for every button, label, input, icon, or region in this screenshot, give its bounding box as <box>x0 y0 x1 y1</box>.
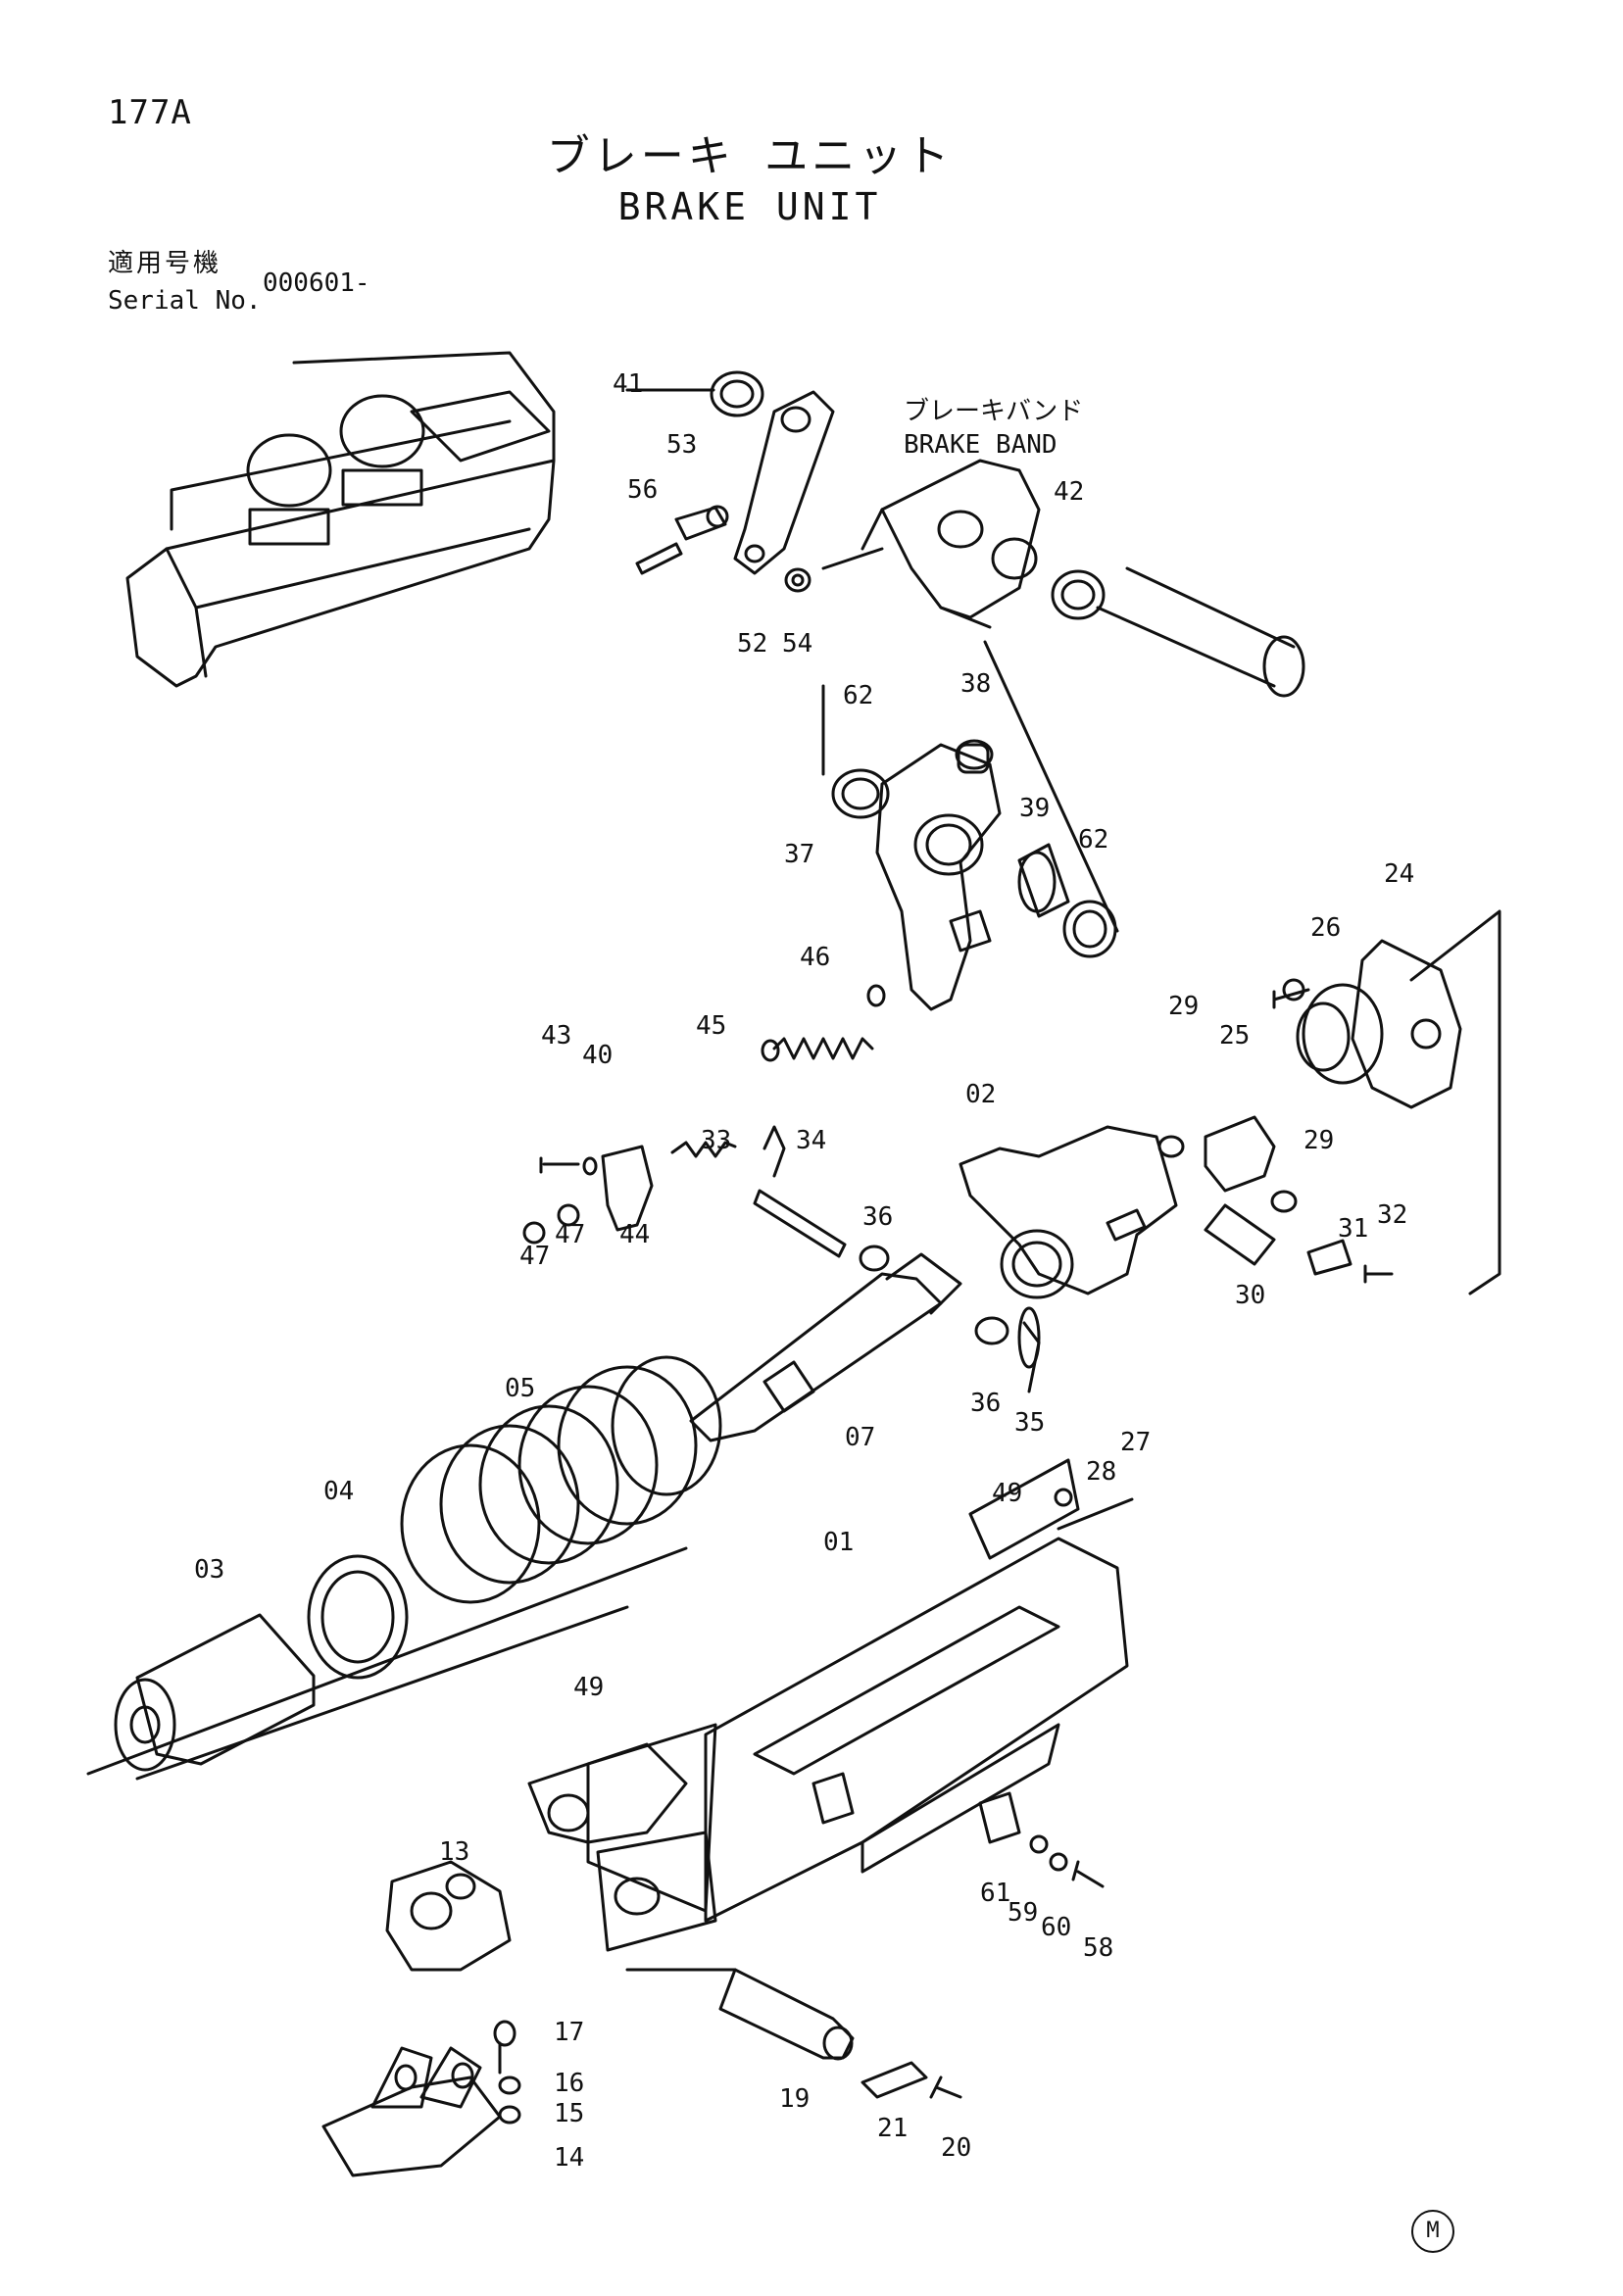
part-label-27: 27 <box>1120 1428 1151 1457</box>
part-label-20: 20 <box>941 2133 971 2163</box>
part-label-44: 44 <box>619 1220 650 1249</box>
part-label-49-b: 49 <box>573 1673 604 1702</box>
part-label-43: 43 <box>541 1021 571 1050</box>
part-label-17: 17 <box>554 2018 584 2047</box>
part-label-33: 33 <box>701 1126 731 1155</box>
rear-fastener-group <box>978 1791 1105 1888</box>
rod <box>689 1252 1041 1442</box>
part-label-25: 25 <box>1219 1021 1250 1050</box>
part-label-07: 07 <box>845 1423 875 1452</box>
part-label-62-b: 62 <box>1078 825 1108 855</box>
part-label-21: 21 <box>877 2114 908 2143</box>
part-label-62-a: 62 <box>843 681 873 710</box>
part-label-61: 61 <box>980 1879 1010 1908</box>
part-label-37: 37 <box>784 840 814 869</box>
manufacturer-mark: M <box>1411 2210 1454 2253</box>
part-label-14: 14 <box>554 2143 584 2173</box>
part-label-03: 03 <box>194 1555 224 1585</box>
spring-bracket-group <box>522 984 886 1245</box>
part-label-52: 52 <box>737 629 767 659</box>
part-label-15: 15 <box>554 2099 584 2128</box>
part-label-29-b: 29 <box>1303 1126 1334 1155</box>
part-label-32: 32 <box>1377 1200 1407 1230</box>
pin-plate-group <box>625 1968 962 2099</box>
arm-assembly <box>821 640 1119 1011</box>
part-label-31: 31 <box>1338 1214 1368 1244</box>
part-label-49-a: 49 <box>992 1479 1022 1508</box>
part-label-19: 19 <box>779 2084 810 2114</box>
part-label-01: 01 <box>823 1528 854 1557</box>
part-label-58: 58 <box>1083 1933 1113 1963</box>
part-labels: 41 53 56 52 54 42 38 62 39 62 37 46 24 2… <box>194 369 1414 2173</box>
brake-band-label-ja: ブレーキバンド <box>904 397 1083 426</box>
part-label-53: 53 <box>666 430 697 460</box>
clevis-base-group <box>321 1860 521 2177</box>
part-label-04: 04 <box>323 1477 354 1506</box>
part-label-59: 59 <box>1008 1898 1038 1928</box>
title-english: BRAKE UNIT <box>617 185 882 228</box>
page-number: 177A <box>108 93 192 132</box>
brake-housing <box>753 1125 1178 1345</box>
part-label-35: 35 <box>1014 1408 1045 1438</box>
part-label-24: 24 <box>1384 859 1414 889</box>
part-label-39: 39 <box>1019 794 1050 823</box>
serial-label-english: Serial No. <box>108 286 262 316</box>
part-label-47-b: 47 <box>519 1242 550 1271</box>
part-label-28: 28 <box>1086 1457 1116 1487</box>
part-label-02: 02 <box>965 1080 996 1109</box>
part-label-36-b: 36 <box>970 1389 1001 1418</box>
part-label-30: 30 <box>1235 1281 1265 1310</box>
part-label-16: 16 <box>554 2069 584 2098</box>
locator-inset <box>125 351 556 688</box>
cylinder-group <box>1157 909 1501 1295</box>
part-label-36-a: 36 <box>862 1202 893 1232</box>
title-japanese: ブレーキ ユニット <box>546 131 954 181</box>
main-frame <box>527 1458 1134 1952</box>
brake-band-label-en: BRAKE BAND <box>904 430 1057 460</box>
part-label-41: 41 <box>613 369 643 399</box>
part-label-42: 42 <box>1054 477 1084 507</box>
part-label-56: 56 <box>627 475 658 505</box>
part-label-26: 26 <box>1310 913 1341 943</box>
part-label-46: 46 <box>800 943 830 972</box>
part-label-47-a: 47 <box>555 1220 585 1249</box>
serial-label-japanese: 適用号機 <box>108 249 222 278</box>
serial-number-value: 000601- <box>263 269 370 298</box>
part-label-34: 34 <box>796 1126 826 1155</box>
part-label-05: 05 <box>505 1374 535 1403</box>
lever-group <box>625 370 835 593</box>
spring-sleeve-group <box>86 1355 722 1781</box>
part-label-29-a: 29 <box>1168 992 1199 1021</box>
part-label-40: 40 <box>582 1041 613 1070</box>
part-label-54: 54 <box>782 629 812 659</box>
part-label-13: 13 <box>439 1837 469 1867</box>
part-label-60: 60 <box>1041 1913 1071 1942</box>
part-label-45: 45 <box>696 1011 726 1041</box>
part-label-38: 38 <box>960 669 991 699</box>
brake-band-bracket <box>821 459 1305 698</box>
